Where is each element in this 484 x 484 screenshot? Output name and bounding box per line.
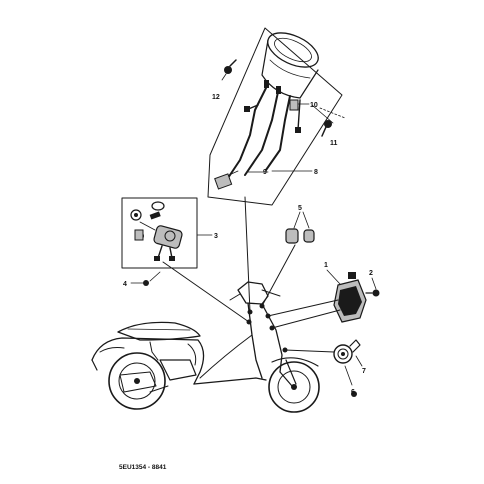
speedometer-gauge [261, 32, 319, 99]
scooter-outline [91, 281, 320, 413]
main-switch-box [121, 197, 198, 269]
callout-7: 7 [362, 368, 366, 375]
wire-harness [214, 87, 301, 190]
main-switch-parts [130, 201, 183, 261]
callout-6: 6 [351, 389, 355, 396]
callout-1: 1 [324, 262, 328, 269]
callout-9: 9 [263, 169, 267, 176]
callout-11: 11 [330, 140, 338, 147]
bolt-7 [351, 355, 363, 397]
callout-5: 5 [298, 205, 302, 212]
bulb-socket-10 [289, 99, 310, 111]
callout-10: 10 [310, 102, 318, 109]
callout-3: 3 [214, 233, 218, 240]
screw-11 [311, 104, 346, 137]
callout-4: 4 [123, 281, 127, 288]
relay-5 [285, 211, 315, 244]
meter-assembly-box [207, 27, 343, 206]
screw-12 [221, 59, 237, 81]
regulator-1 [326, 269, 367, 323]
callout-12: 12 [212, 94, 220, 101]
callout-2: 2 [369, 270, 373, 277]
drawing-code: 5EU1354 - 8841 [119, 464, 167, 471]
callout-8: 8 [314, 169, 318, 176]
horn-6 [333, 339, 361, 386]
bolt-2 [365, 277, 380, 297]
bolt-4 [130, 271, 161, 286]
